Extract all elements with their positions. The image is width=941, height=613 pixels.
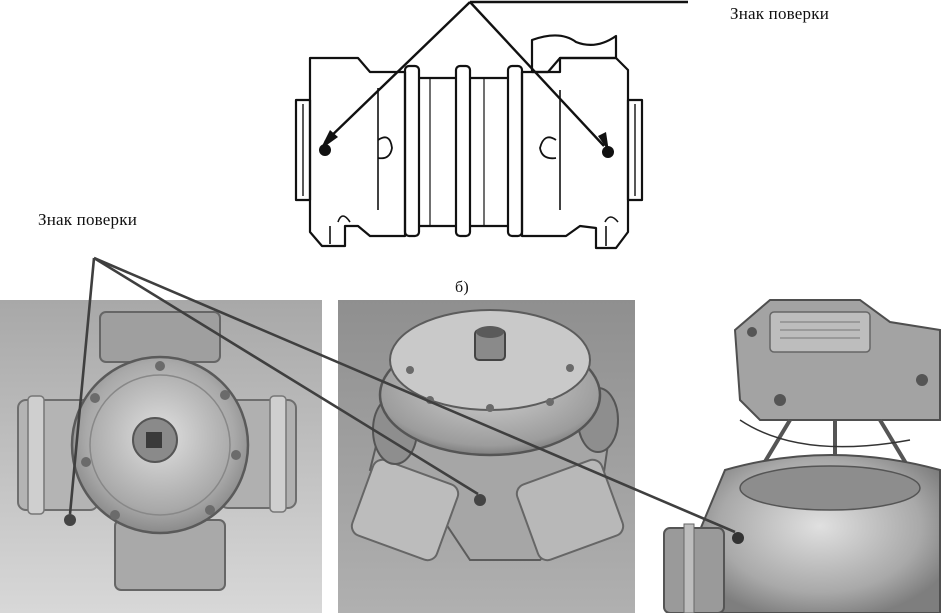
leader-lines-bottom — [68, 256, 736, 534]
photo-right — [656, 298, 941, 613]
seal-middle-photo — [474, 494, 486, 506]
arrow-head-right — [598, 132, 609, 152]
leader-lines-top — [324, 0, 688, 147]
photo-left — [0, 300, 322, 613]
photo-middle — [338, 300, 635, 613]
line-drawing-housing — [294, 34, 644, 250]
verification-mark-label-top: Знак поверки — [730, 4, 829, 23]
verification-mark-label-left: Знак поверки — [38, 210, 137, 229]
arrow-head-left — [320, 130, 338, 150]
seal-left-photo — [64, 514, 76, 526]
verification-mark-dot-right — [602, 146, 614, 158]
seal-right-photo — [732, 532, 744, 544]
caption-b: б) — [455, 279, 469, 296]
